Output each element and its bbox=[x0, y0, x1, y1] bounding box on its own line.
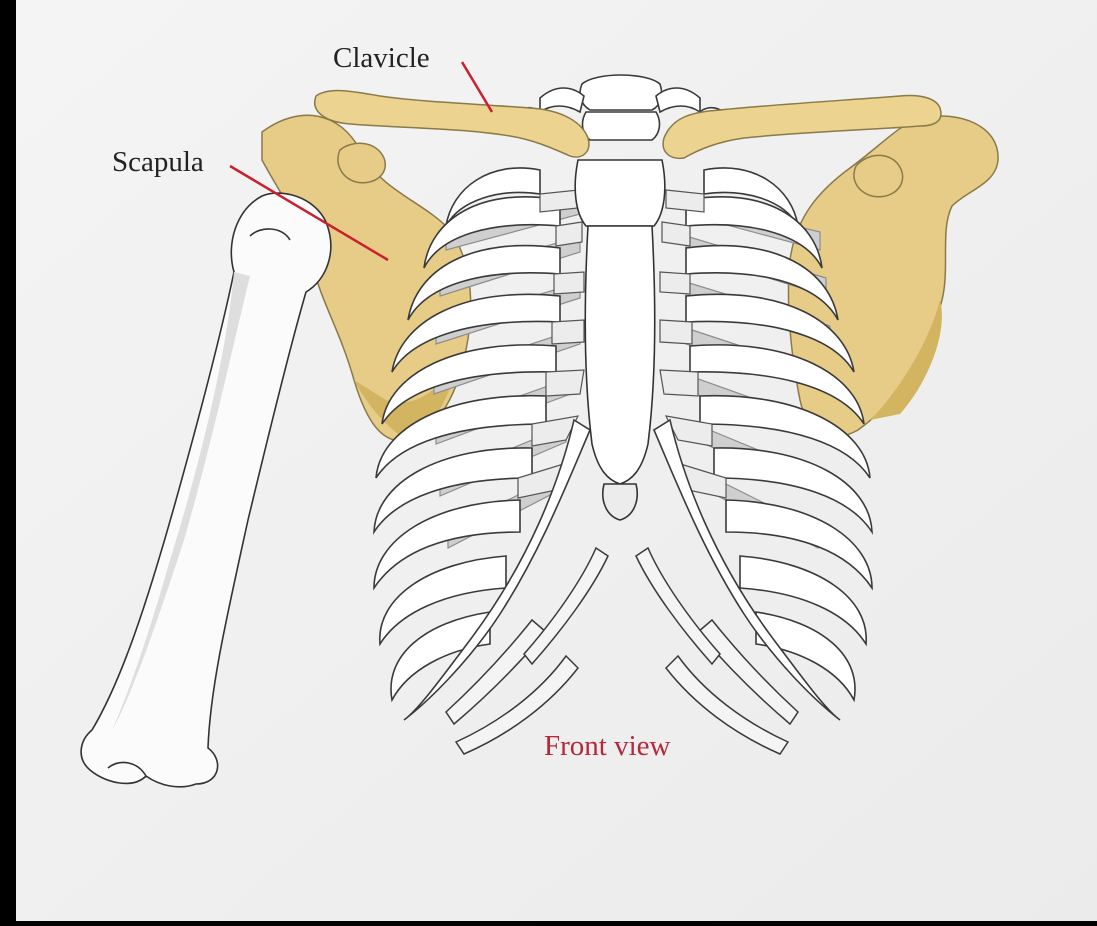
scapula-label: Scapula bbox=[112, 146, 204, 179]
view-caption: Front view bbox=[544, 730, 670, 763]
clavicle-label: Clavicle bbox=[333, 42, 430, 75]
